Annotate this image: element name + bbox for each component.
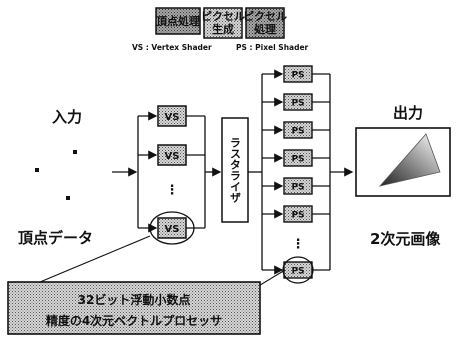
legend-pixelgen-label-2: 生成	[212, 22, 234, 36]
ps-unit-label: PS	[291, 127, 304, 137]
vertex-dot	[73, 150, 77, 154]
legend-pixelproc-label-1: ピクセル	[243, 10, 287, 23]
caption-line-2: 精度の4次元ベクトルプロセッサ	[46, 313, 222, 328]
output-2d-label: 2次元画像	[370, 230, 441, 248]
vs-units: VS VS ⋮ VS	[138, 106, 205, 244]
vs-unit-label: VS	[165, 151, 180, 162]
rasterizer-label: ラスタライザ	[229, 137, 242, 203]
ps-unit-label: PS	[291, 211, 304, 221]
vertex-dot	[66, 196, 70, 200]
ps-unit-label: PS	[291, 155, 304, 165]
ps-ellipsis: ⋮	[292, 237, 305, 252]
legend: 頂点処理 ピクセル 生成 ピクセル 処理 VS : Vertex Shader …	[132, 8, 309, 52]
vs-unit-label: VS	[165, 224, 180, 235]
ps-unit-label: PS	[291, 267, 304, 277]
legend-vertex-label: 頂点処理	[156, 14, 200, 28]
input-label: 入力	[52, 108, 82, 126]
legend-pixelgen-label-1: ピクセル	[201, 10, 245, 23]
caption-line-1: 32ビット浮動小数点	[78, 292, 191, 307]
ps-unit-label: PS	[291, 99, 304, 109]
vertex-data-label: 頂点データ	[18, 229, 93, 247]
vs-ellipsis: ⋮	[166, 183, 179, 198]
legend-pixelproc-label-2: 処理	[253, 22, 276, 36]
output-label: 出力	[393, 104, 423, 122]
ps-note: PS : Pixel Shader	[236, 43, 309, 52]
vs-note: VS : Vertex Shader	[132, 43, 212, 52]
vertex-dot	[35, 168, 39, 172]
ps-unit-label: PS	[291, 71, 304, 81]
ps-unit-label: PS	[291, 183, 304, 193]
vs-unit-label: VS	[165, 112, 180, 123]
